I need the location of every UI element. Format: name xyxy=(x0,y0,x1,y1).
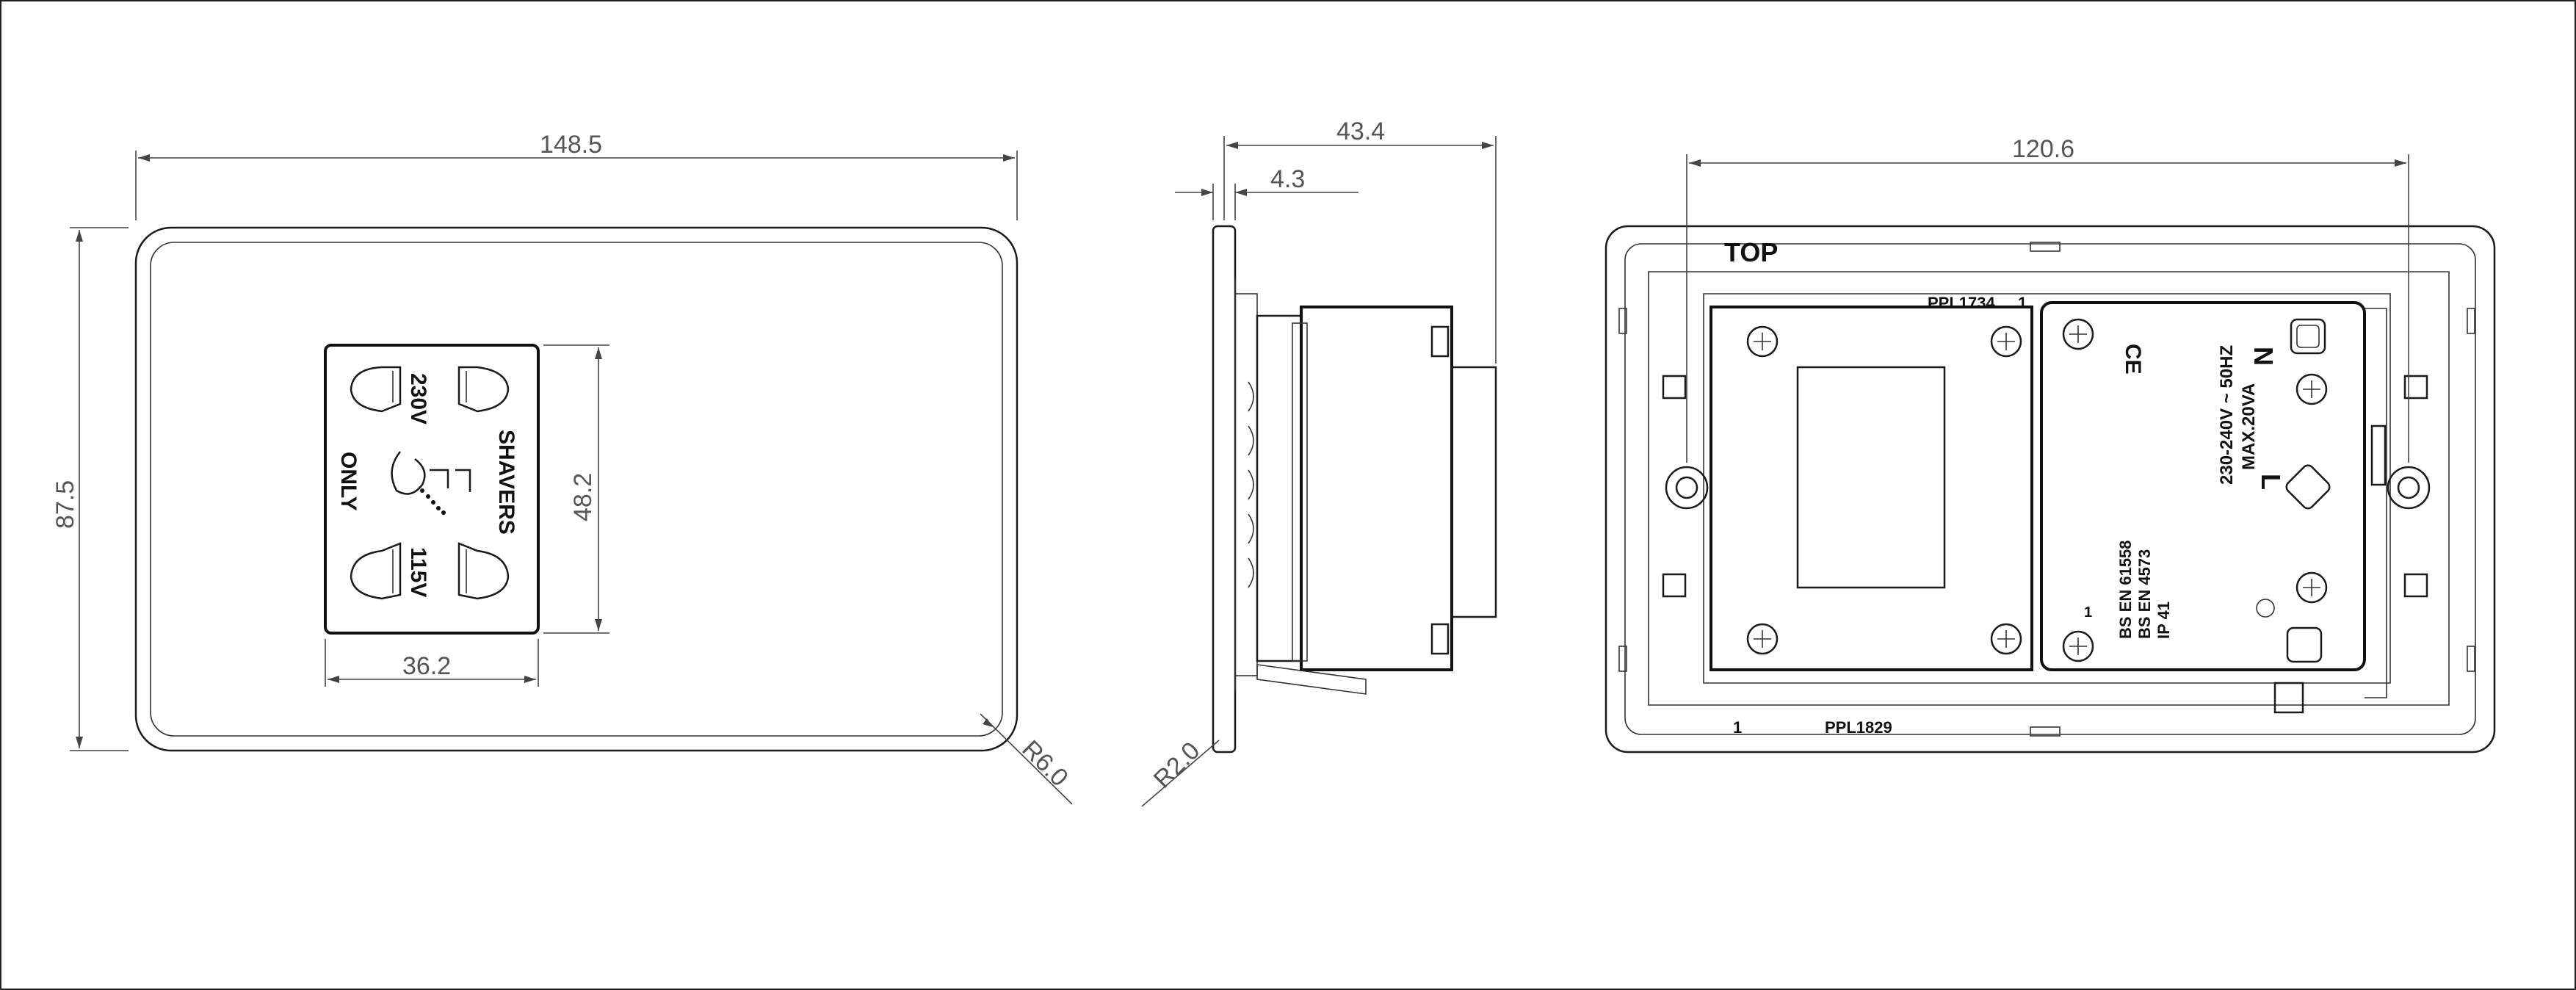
dim-label-87-5: 87.5 xyxy=(51,480,79,529)
rear-plate-outer xyxy=(1604,225,2496,754)
rear-terminal-l-label: L xyxy=(2256,474,2286,490)
dimension-front-width: 148.5 xyxy=(135,131,1018,220)
rear-terminal-l xyxy=(2285,464,2331,510)
rear-ppl-upper-num: 1 xyxy=(2018,294,2027,312)
dimension-socket-height: 48.2 xyxy=(543,344,609,634)
rear-ce-mark: CE xyxy=(2121,344,2145,375)
rear-ppl-upper: PPL1734 xyxy=(1928,294,1995,312)
shaver-icon xyxy=(391,451,471,515)
front-view: 230V SHAVERS ONLY 115V 148.5 87.5 36.2 xyxy=(51,131,1074,805)
dimension-side-plate: 4.3 xyxy=(1175,165,1358,220)
dimension-front-height: 87.5 xyxy=(51,227,129,751)
socket-text-230v: 230V xyxy=(406,373,430,424)
front-plate-outer xyxy=(134,226,1019,752)
socket-aperture-bottom-right xyxy=(457,542,510,600)
rear-transformer-core xyxy=(1796,366,1946,589)
rear-top-label: TOP xyxy=(1724,237,1778,267)
shaver-socket-panel xyxy=(324,344,540,635)
side-rear-core xyxy=(1450,366,1497,618)
rear-terminal-block xyxy=(2040,301,2366,671)
dimension-rear-width: 120.6 xyxy=(1686,135,2409,463)
rear-terminal-screws xyxy=(2062,318,2328,662)
rear-view: TOP PPL1734 1 PPL1829 1 CE 230-240V ~ 50… xyxy=(1604,135,2496,754)
dim-label-r6-0: R6.0 xyxy=(1016,735,1074,792)
dim-label-36-2: 36.2 xyxy=(402,652,451,680)
rear-terminal-n xyxy=(2290,318,2326,355)
dim-label-r2-0: R2.0 xyxy=(1148,737,1206,794)
socket-aperture-top-left xyxy=(350,366,402,413)
rear-ppl-lower-num: 1 xyxy=(1733,718,1742,737)
dimension-side-radius: R2.0 xyxy=(1141,737,1220,807)
rear-std-line1: BS EN 61558 xyxy=(2116,540,2135,639)
rear-rating-line2: MAX.20VA xyxy=(2239,383,2259,470)
socket-text-shavers: SHAVERS xyxy=(494,430,518,535)
rear-fixing-hole-right xyxy=(2387,466,2431,510)
rear-side-tabs xyxy=(1618,308,2475,672)
rear-mounting-frame xyxy=(1648,271,2450,706)
rear-terminal-1-label: 1 xyxy=(2084,604,2092,621)
rear-ppl-lower: PPL1829 xyxy=(1825,718,1892,737)
socket-aperture-top-right xyxy=(457,366,510,413)
rear-std-line2: BS EN 4573 xyxy=(2135,549,2154,639)
socket-aperture-bottom-left xyxy=(350,542,402,600)
front-plate-inner xyxy=(150,242,1003,737)
dim-label-120-6: 120.6 xyxy=(2012,135,2074,163)
rear-terminal-n-label: N xyxy=(2248,347,2279,366)
socket-text-115v: 115V xyxy=(406,547,430,597)
dimension-front-radius: R6.0 xyxy=(980,713,1074,805)
side-transformer-body xyxy=(1300,306,1453,671)
dimension-side-depth: 43.4 xyxy=(1223,118,1497,364)
dim-label-43-4: 43.4 xyxy=(1336,118,1385,145)
rear-terminal-earth xyxy=(2256,599,2323,663)
side-faceplate xyxy=(1212,225,1237,754)
side-view: 43.4 4.3 R2.0 xyxy=(1141,118,1497,807)
dim-label-148-5: 148.5 xyxy=(540,131,602,159)
rear-std-line3: IP 41 xyxy=(2154,601,2173,639)
dimension-socket-width: 36.2 xyxy=(325,639,539,687)
rear-plate-inner xyxy=(1624,243,2476,735)
socket-text-only: ONLY xyxy=(336,452,361,511)
dim-label-4-3: 4.3 xyxy=(1270,165,1305,193)
rear-fixing-hole-left xyxy=(1665,466,1709,510)
rear-transformer xyxy=(1710,306,2033,671)
dim-label-48-2: 48.2 xyxy=(569,473,597,521)
rear-transformer-screws xyxy=(1746,325,2022,655)
side-mounting-frame xyxy=(1256,314,1303,662)
rear-rating-line1: 230-240V ~ 50HZ xyxy=(2217,345,2237,485)
